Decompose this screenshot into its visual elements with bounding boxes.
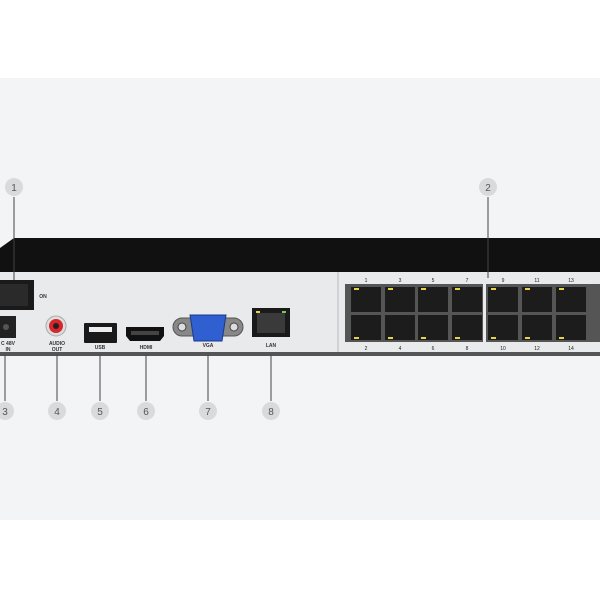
port-led	[491, 288, 496, 290]
rj45-port	[488, 315, 518, 340]
rj45-port	[351, 315, 381, 340]
port-led	[455, 288, 460, 290]
port-number-label: 13	[568, 278, 574, 284]
rj45-port	[522, 315, 552, 340]
audio-label-1: AUDIO	[49, 341, 65, 347]
lan-socket	[257, 313, 285, 333]
rj45-port	[418, 287, 448, 312]
switch-on-label: ON	[39, 294, 47, 300]
port-led	[455, 337, 460, 339]
vga-screw-right	[229, 322, 239, 332]
callout-number-3: 3	[2, 407, 8, 418]
port-led	[388, 288, 393, 290]
port-number-label: 10	[500, 346, 506, 352]
chassis-top	[0, 238, 600, 272]
rj45-port	[452, 315, 482, 340]
audio-label-2: OUT	[52, 347, 63, 353]
port-number-label: 1	[365, 278, 368, 284]
usb-label: USB	[95, 345, 106, 351]
lan-led-right	[282, 311, 286, 313]
port-number-label: 12	[534, 346, 540, 352]
usb-port	[84, 323, 117, 343]
callout-circle-6	[137, 402, 155, 420]
callout-circle-8	[262, 402, 280, 420]
lan-label: LAN	[266, 343, 277, 349]
port-led	[388, 337, 393, 339]
vga-label: VGA	[203, 343, 214, 349]
callout-circle-1	[5, 178, 23, 196]
port-led	[525, 337, 530, 339]
callout-number-4: 4	[54, 407, 60, 418]
port-number-label: 14	[568, 346, 574, 352]
port-number-label: 2	[365, 346, 368, 352]
rj45-port	[351, 287, 381, 312]
port-led	[354, 337, 359, 339]
rj45-port	[556, 287, 586, 312]
port-number-label: 8	[466, 346, 469, 352]
port-led	[421, 337, 426, 339]
panel-bottom-edge	[0, 352, 600, 356]
callout-circle-5	[91, 402, 109, 420]
port-number-label: 11	[534, 278, 539, 284]
callout-number-6: 6	[143, 407, 149, 418]
rj45-port	[556, 315, 586, 340]
callout-markers: 1 2 3 4 5 6 7 8	[0, 178, 497, 420]
audio-hole	[53, 323, 59, 329]
port-led	[559, 288, 564, 290]
callout-number-1: 1	[11, 183, 17, 194]
callout-circle-2	[479, 178, 497, 196]
port-led	[354, 288, 359, 290]
callout-circle-7	[199, 402, 217, 420]
callout-lines	[4, 197, 489, 401]
lan-led-left	[256, 311, 260, 313]
port-led	[421, 288, 426, 290]
dc-label-1: C 48V	[1, 341, 16, 347]
rj45-port	[418, 315, 448, 340]
dc-pin	[3, 324, 9, 330]
rj45-port	[385, 287, 415, 312]
rj45-port	[385, 315, 415, 340]
port-number-label: 9	[502, 278, 505, 284]
vga-port	[189, 314, 227, 342]
port-led	[525, 288, 530, 290]
callout-circle-4	[48, 402, 66, 420]
port-number-label: 3	[399, 278, 402, 284]
callout-circle-3	[0, 402, 14, 420]
dc-label-2: IN	[6, 347, 11, 353]
callout-number-7: 7	[205, 407, 211, 418]
hdmi-label: HDMI	[140, 345, 153, 351]
port-number-label: 4	[399, 346, 402, 352]
usb-tongue	[89, 327, 112, 332]
port-number-label: 6	[432, 346, 435, 352]
vga-screw-left	[177, 322, 187, 332]
hdmi-slot	[131, 331, 159, 335]
port-led	[559, 337, 564, 339]
rj45-port	[522, 287, 552, 312]
power-switch-rocker	[0, 284, 28, 306]
rj45-port	[452, 287, 482, 312]
port-number-label: 5	[432, 278, 435, 284]
callout-number-5: 5	[97, 407, 103, 418]
callout-number-8: 8	[268, 407, 274, 418]
callout-number-2: 2	[485, 183, 491, 194]
port-number-label: 7	[466, 278, 469, 284]
port-led	[491, 337, 496, 339]
rj45-port	[488, 287, 518, 312]
